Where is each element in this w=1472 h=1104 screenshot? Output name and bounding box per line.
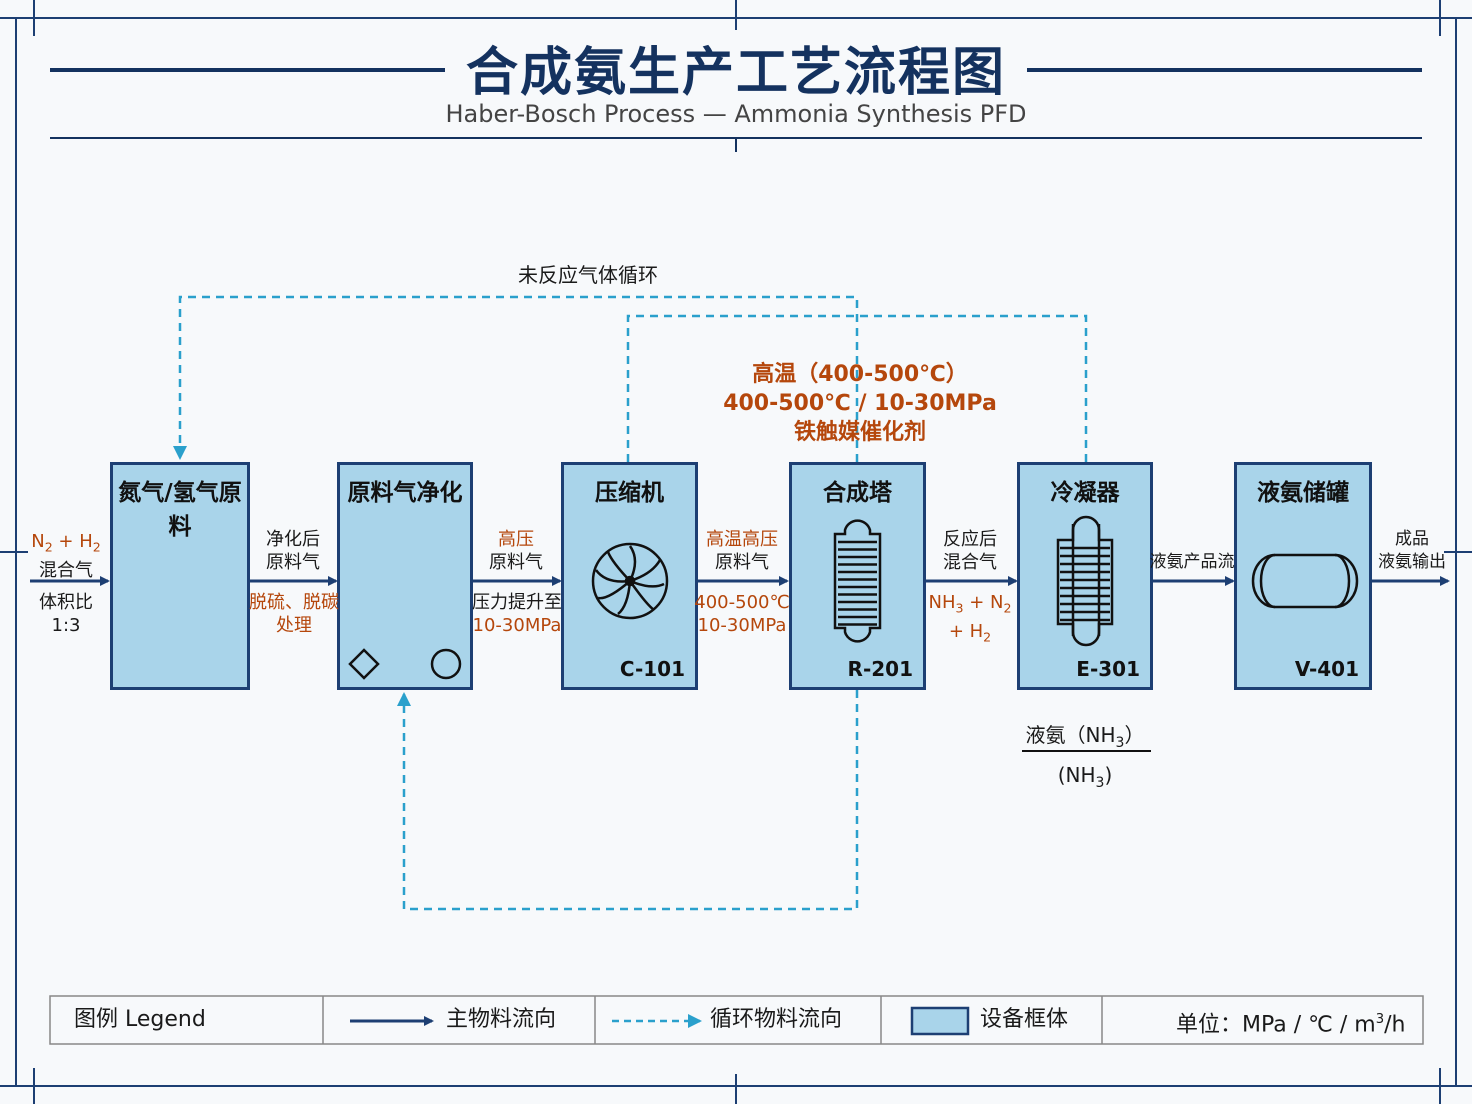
outlet-label: 成品液氨输出: [1378, 529, 1446, 572]
inlet-name: 混合气: [39, 559, 93, 581]
product-formula: 液氨（NH3） (NH3): [1025, 723, 1145, 791]
storage-tank-icon: [1251, 553, 1359, 609]
title-rules: [50, 68, 1422, 152]
legend-recycle-flow: 循环物料流向: [710, 1007, 843, 1032]
legend-main-flow: 主物料流向: [446, 1007, 557, 1032]
reactor-coil-icon: [833, 519, 882, 643]
stream-4-formula: NH3 + N2 + H2: [928, 592, 1012, 645]
page-title: 合成氨生产工艺流程图: [465, 43, 1006, 103]
inlet-label: N2 + H2 混合气: [20, 530, 112, 582]
circle-icon: [430, 648, 462, 680]
stream-4-top-label: 反应后混合气: [943, 529, 997, 573]
compressor-fan-icon: [591, 542, 669, 620]
recycle-lines: [173, 295, 1088, 911]
condenser-tube-icon: [1056, 515, 1114, 647]
condition-line-3: 铁触媒催化剂: [793, 420, 926, 445]
legend-equipment: 设备框体: [980, 1007, 1069, 1032]
stream-1-bottom-label: 脱硫、脱碳处理: [249, 592, 339, 636]
legend-units: 单位：MPa / ℃ / m3/h: [1176, 1012, 1406, 1038]
stream-1-top-label: 净化后原料气: [266, 529, 320, 573]
purifier-icons: [348, 648, 462, 680]
condition-line-2: 400-500℃ / 10-30MPa: [723, 391, 997, 416]
page-subtitle: Haber-Bosch Process — Ammonia Synthesis …: [445, 100, 1027, 128]
stream-5-label: 液氨产品流: [1149, 552, 1235, 572]
recycle-loop-condenser: [626, 314, 1088, 462]
stream-3-top-label: 高温高压原料气: [706, 529, 778, 573]
reaction-conditions: 高温（400-500℃） 400-500℃ / 10-30MPa 铁触媒催化剂: [700, 360, 1020, 447]
legend-table: [49, 995, 1424, 1045]
condition-line-1: 高温（400-500℃）: [752, 362, 968, 387]
legend-title: 图例 Legend: [74, 1007, 206, 1032]
stream-2-top-label: 高压原料气: [489, 529, 543, 573]
recycle-label: 未反应气体循环: [518, 263, 658, 287]
recycle-loop-bottom: [397, 690, 859, 911]
inlet-formula: N2 + H2: [31, 531, 101, 555]
diamond-icon: [348, 648, 380, 680]
inlet-ratio: 体积比 1:3: [39, 592, 93, 636]
legend-equipment-icon: [910, 1006, 970, 1036]
